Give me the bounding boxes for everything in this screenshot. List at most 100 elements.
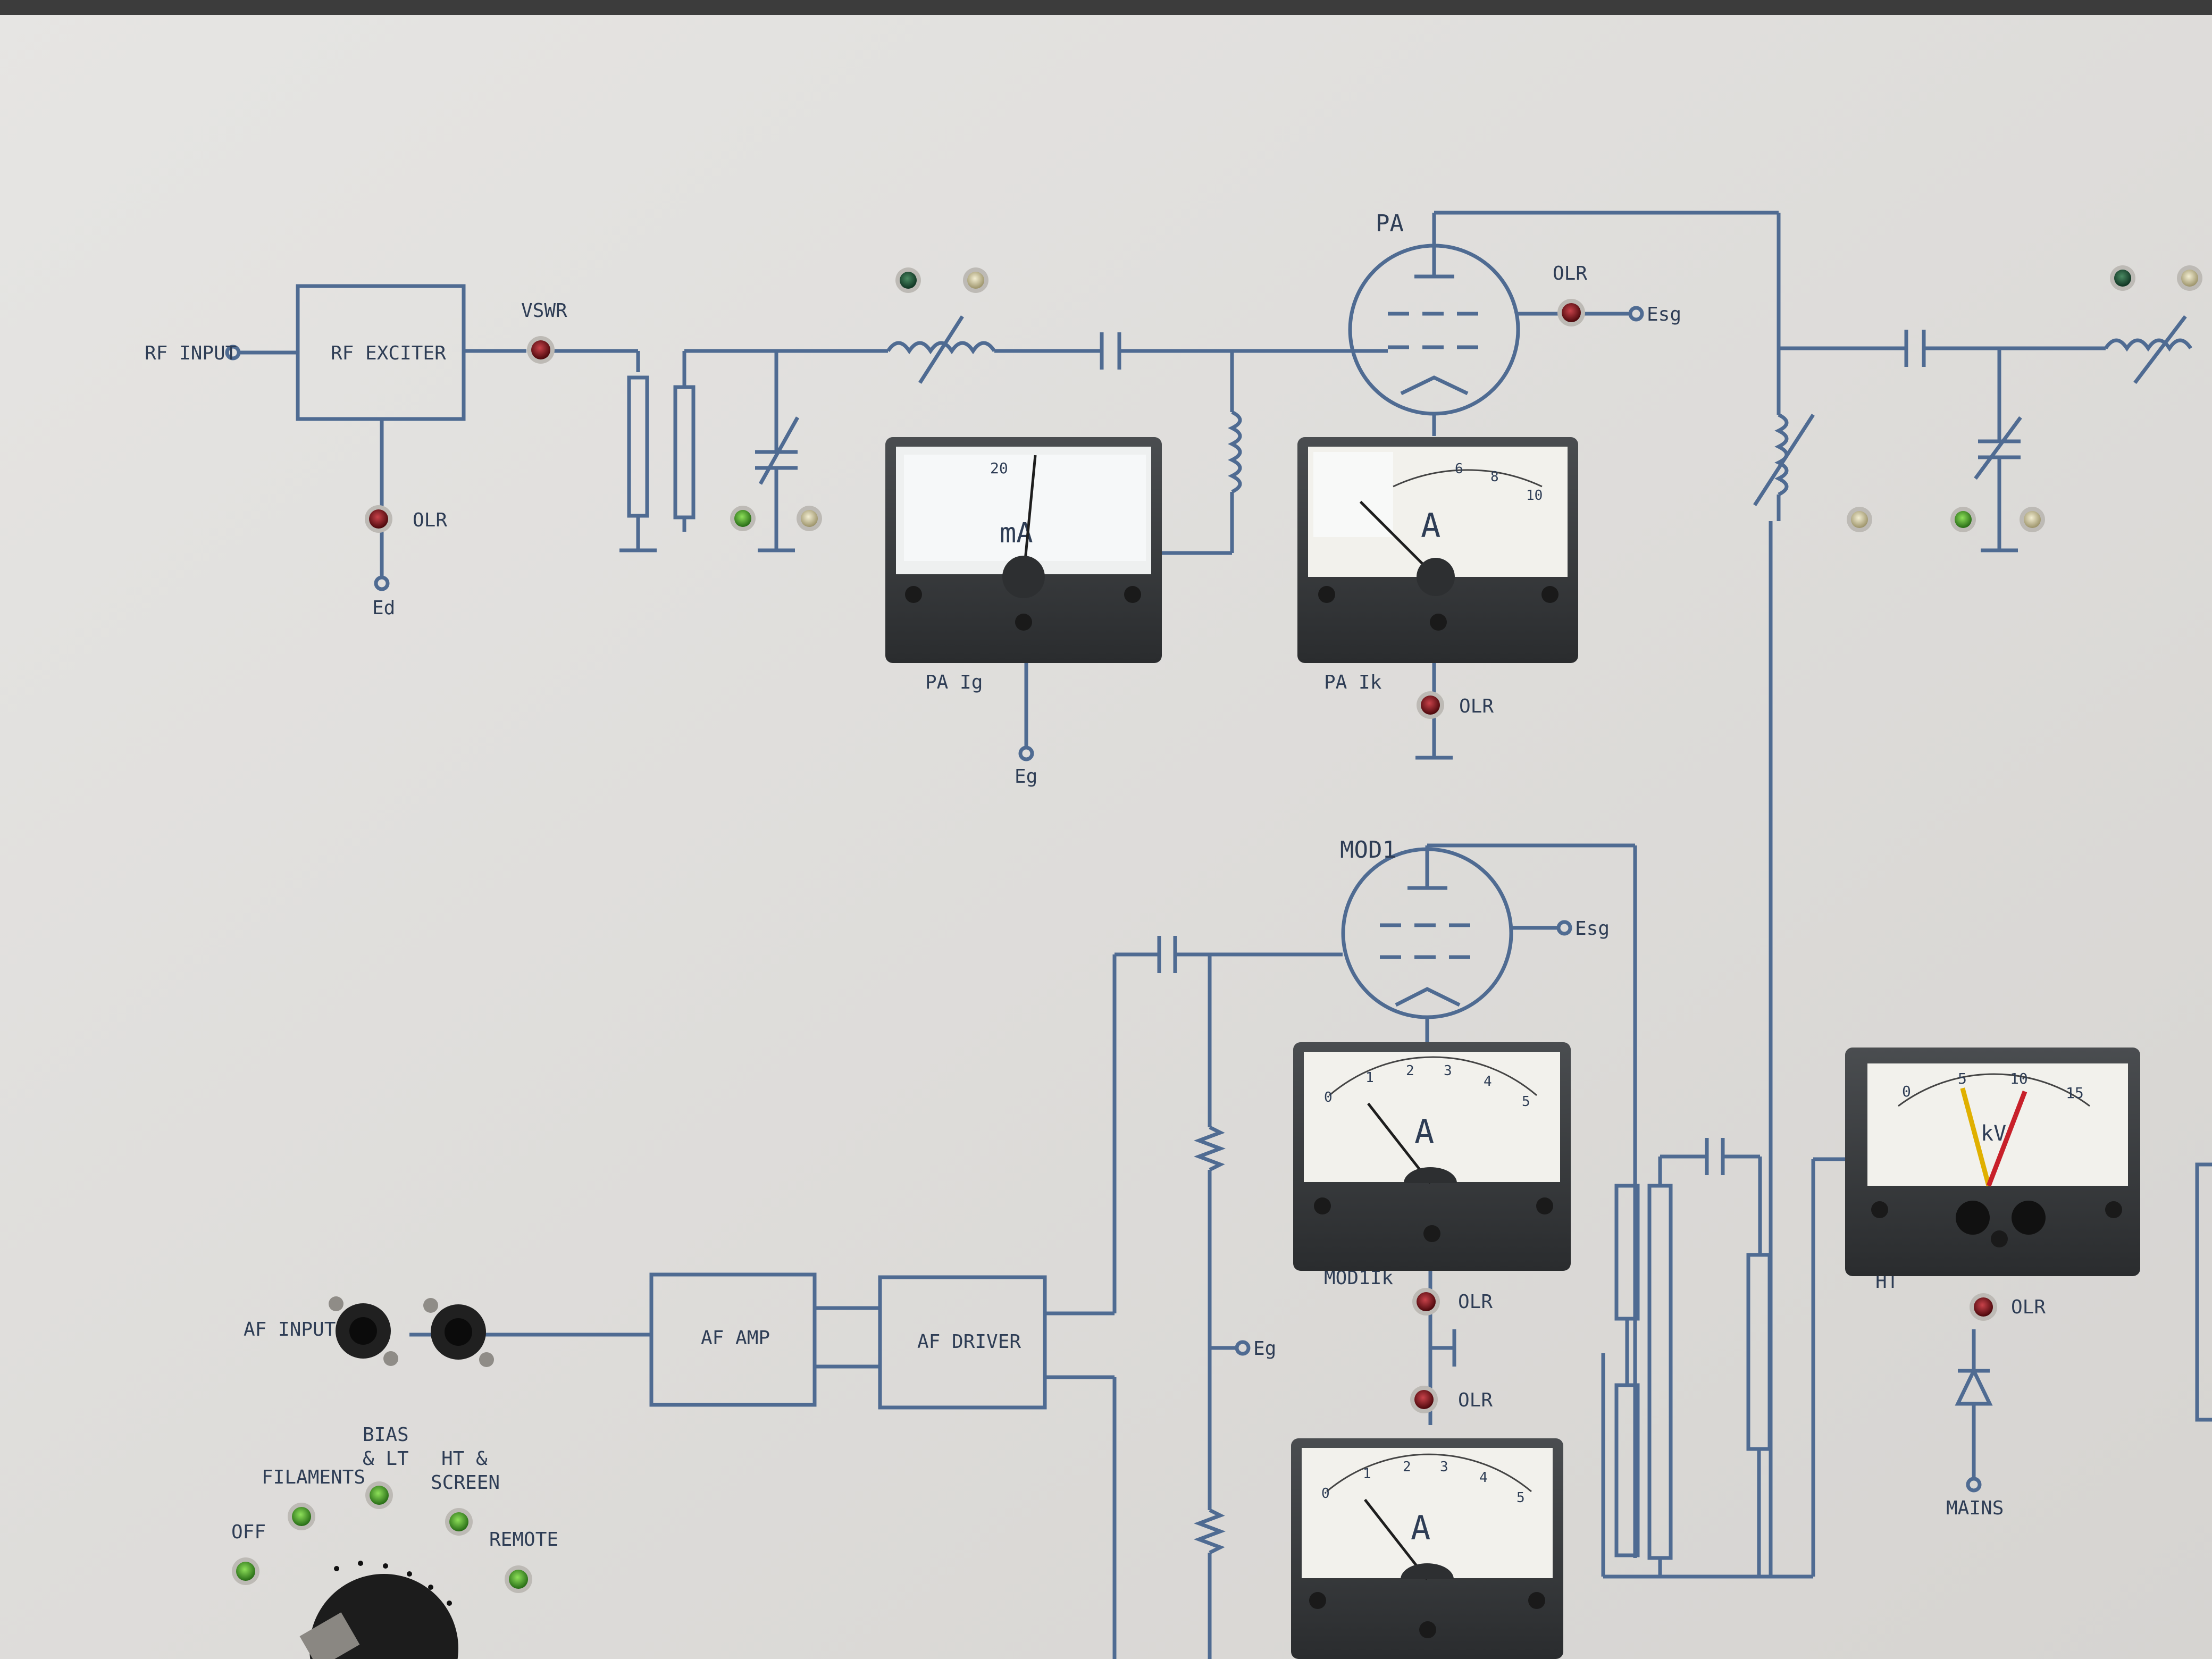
pa-ik-label: PA Ik [1324, 672, 1382, 693]
mod1-eg-label: Eg [1253, 1338, 1276, 1360]
meter-tick-label: 20 [990, 459, 1008, 477]
meter-screw [1528, 1592, 1545, 1609]
meter-face [1302, 1448, 1553, 1578]
mod1-olr-lamp-1 [1417, 1292, 1436, 1311]
setpoint-knob[interactable] [1956, 1201, 1990, 1235]
meter-scale-label: 4 [1479, 1470, 1488, 1486]
panel-top-trim [0, 0, 2212, 15]
meter-scale-label: 3 [1444, 1063, 1452, 1079]
meter-screw [1309, 1592, 1326, 1609]
mod1-olr-lamp-2 [1414, 1390, 1434, 1409]
zero-adjust-screw[interactable] [1423, 1225, 1440, 1242]
meter-scale-label: 3 [1440, 1459, 1448, 1475]
meter-scale-label: 1 [1365, 1070, 1374, 1086]
meter-scale-label: 5 [1516, 1490, 1525, 1506]
af-input-jacks [329, 1296, 494, 1367]
zero-adjust-screw[interactable] [1419, 1621, 1436, 1638]
off-lamp [236, 1562, 255, 1581]
remote-lamp [509, 1570, 528, 1589]
rf-exciter-label: RF EXCITER [331, 342, 446, 364]
mod1-olr-label-1: OLR [1458, 1291, 1493, 1313]
meter-screw [2105, 1201, 2122, 1218]
meter-scale-label: 10 [2010, 1070, 2028, 1087]
status-lamp [2181, 270, 2198, 287]
meter-needle-red [1986, 1091, 2027, 1187]
pa-ik-olr-label: OLR [1459, 696, 1494, 717]
status-lamp [1851, 511, 1868, 528]
meter-unit: A [1411, 1509, 1430, 1547]
meter-unit: kV [1981, 1121, 2006, 1146]
panel-labels: RF INPUT RF EXCITER VSWR OLR Ed PA OLR E… [145, 210, 2046, 1551]
meter-scale-label: 10 [1526, 488, 1543, 504]
indicator-lamps [232, 265, 2202, 1593]
mod1-label: MOD1 [1340, 836, 1396, 864]
pa-olr-label: OLR [1553, 263, 1587, 284]
meter-unit: A [1414, 1112, 1434, 1151]
meter-scale-label: 8 [1490, 469, 1499, 485]
vswr-lamp [531, 340, 550, 359]
mod1-olr-label-2: OLR [1458, 1389, 1493, 1411]
rf-input-label: RF INPUT [145, 342, 237, 364]
meter-scale-label: 5 [1958, 1070, 1967, 1087]
meter-screw [905, 586, 922, 603]
af-input-label: AF INPUT [244, 1319, 336, 1340]
exciter-olr-lamp [369, 509, 388, 529]
meter-screw [1124, 586, 1141, 603]
bias-lt-lamp [370, 1486, 389, 1505]
zero-adjust-screw[interactable] [1430, 614, 1447, 631]
meter-scale-label: 0 [1321, 1486, 1330, 1502]
pa-label: PA [1376, 210, 1404, 237]
meter-scale-label: 0 [1902, 1083, 1911, 1100]
pa-eg-label: Eg [1015, 766, 1037, 787]
ht-screen-label-2: SCREEN [431, 1472, 500, 1494]
ed-label: Ed [372, 597, 395, 619]
zero-adjust-screw[interactable] [1015, 614, 1032, 631]
mains-label: MAINS [1946, 1497, 2004, 1519]
meter-needle-yellow [1960, 1087, 1991, 1187]
filaments-label: FILAMENTS [262, 1467, 365, 1488]
meter-scale-label: 4 [1484, 1074, 1492, 1090]
pa-esg-label: Esg [1647, 304, 1681, 325]
ht-screen-lamp [449, 1512, 468, 1531]
filaments-lamp [292, 1507, 311, 1526]
pa-olr-lamp [1562, 303, 1581, 322]
meter-scale-label: 1 [1363, 1466, 1371, 1482]
meter-screw [1536, 1197, 1553, 1214]
schematic-lines [225, 211, 2212, 1659]
pa-ig-label: PA Ig [925, 672, 983, 693]
af-amp-label: AF AMP [701, 1327, 770, 1349]
bias-lt-label-2: & LT [363, 1448, 409, 1470]
setpoint-knob[interactable] [2012, 1201, 2046, 1235]
zero-adjust-screw[interactable] [1991, 1230, 2008, 1247]
ht-olr-lamp [1974, 1297, 1993, 1317]
meter-unit: A [1421, 506, 1440, 545]
status-lamp [2024, 511, 2041, 528]
ht-kv-meter: 0 5 10 15 kV [1845, 1048, 2140, 1276]
mod1-esg-label: Esg [1575, 918, 1610, 940]
status-lamp [734, 510, 751, 527]
meter-screw [1871, 1201, 1888, 1218]
ht-screen-label-1: HT & [441, 1448, 488, 1470]
meter-screw [1541, 586, 1559, 603]
status-lamp [1955, 511, 1972, 528]
meter-scale-label: 15 [2066, 1084, 2084, 1102]
vswr-label: VSWR [521, 300, 567, 322]
bias-lt-label-1: BIAS [363, 1424, 409, 1446]
off-label: OFF [231, 1521, 266, 1543]
status-lamp [2114, 270, 2131, 287]
ht-olr-label: OLR [2011, 1296, 2046, 1318]
meter-scale-label: 5 [1522, 1094, 1530, 1110]
meter-screw [1318, 586, 1335, 603]
status-lamp [801, 510, 818, 527]
status-lamp [967, 272, 984, 289]
mod1-upper-meter: 0 1 2 3 4 5 A [1293, 1042, 1571, 1271]
af-driver-label: AF DRIVER [917, 1331, 1021, 1353]
meter-scale-label: 2 [1403, 1459, 1411, 1475]
pa-ig-meter: mA 20 [885, 437, 1162, 663]
status-lamp [900, 272, 917, 289]
meter-scale-label: 2 [1406, 1063, 1414, 1079]
meter-scale-label: 0 [1324, 1090, 1333, 1105]
meter-face [1304, 1052, 1560, 1182]
